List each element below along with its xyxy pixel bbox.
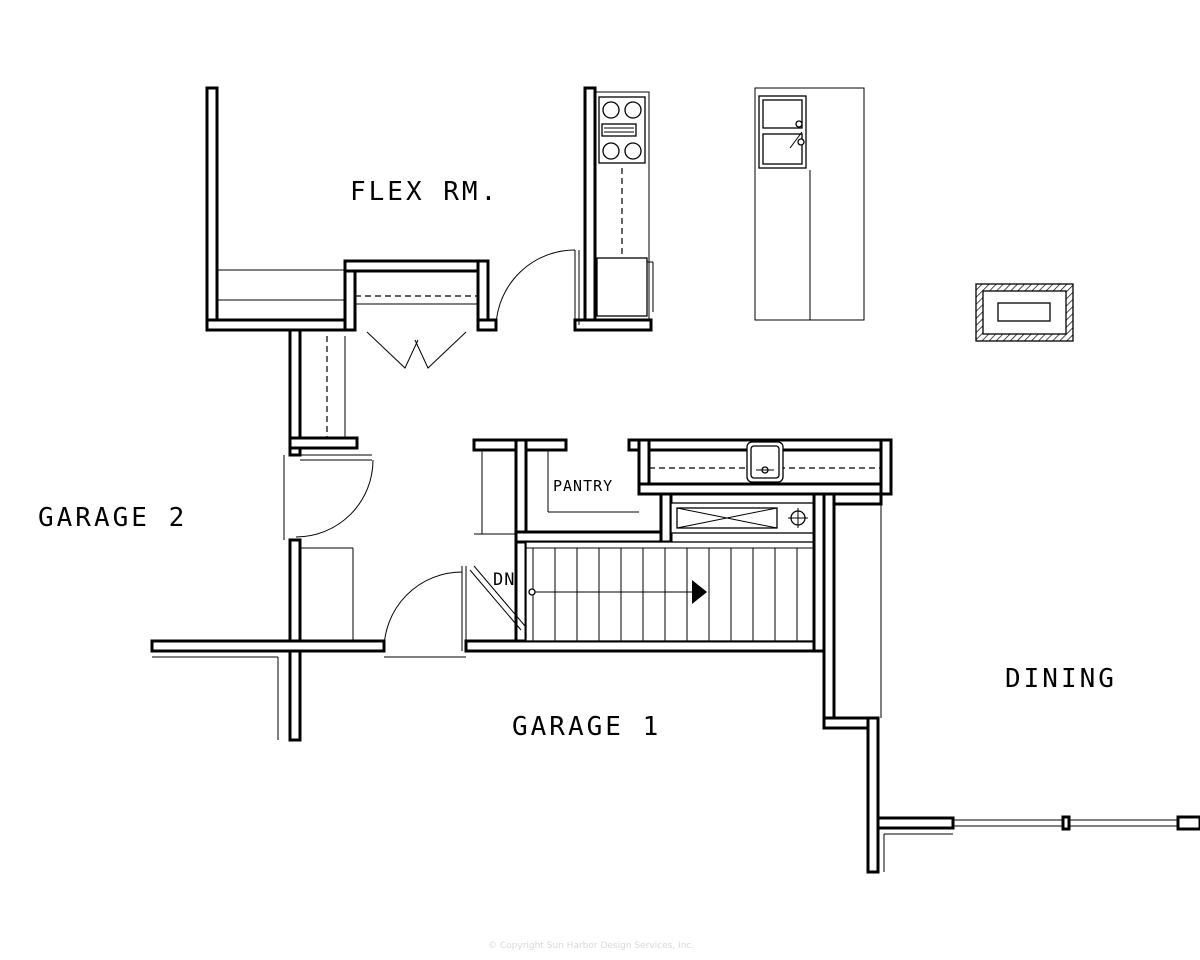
- dining-walls: [812, 492, 1200, 874]
- range-counter: [594, 91, 654, 321]
- refrigerator-icon: [596, 257, 648, 317]
- flex-room-walls: [205, 86, 653, 332]
- fireplace-icon: [975, 283, 1074, 342]
- kitchen-island: [754, 87, 865, 321]
- garage-1-door: [383, 566, 467, 658]
- dining-label: DINING: [1005, 664, 1117, 694]
- flex-closet: [355, 295, 478, 369]
- washer-dryer-icon: [670, 502, 815, 534]
- stairs: [464, 540, 826, 653]
- copyright-notice: © Copyright Sun Harbor Design Services, …: [488, 941, 695, 951]
- pantry-label: PANTRY: [553, 477, 614, 495]
- stairs-down-label: DN: [493, 570, 516, 590]
- hallway-walls: [150, 328, 386, 742]
- garage-2-label: GARAGE 2: [38, 503, 188, 533]
- flex-room-label: FLEX RM.: [350, 177, 500, 207]
- garage-2-door: [283, 454, 374, 540]
- stair-treads: [554, 548, 798, 641]
- garage-1-label: GARAGE 1: [512, 712, 662, 742]
- flex-room-door: [495, 249, 580, 326]
- laundry-sink-icon: [746, 441, 784, 483]
